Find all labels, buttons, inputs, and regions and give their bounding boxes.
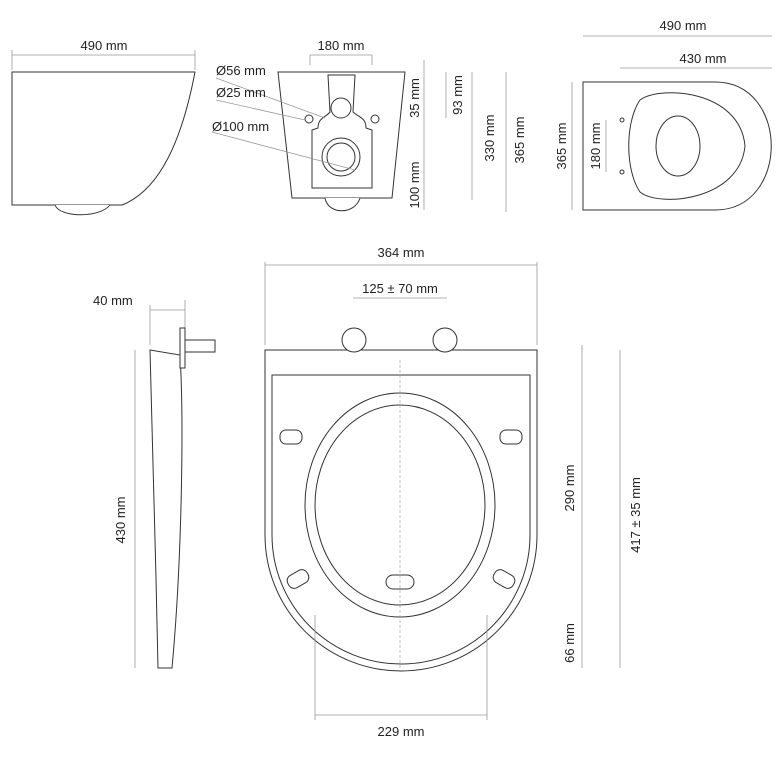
top-width-label: 365 mm	[554, 123, 569, 170]
fixing-hole-right	[370, 114, 380, 124]
bowl-top-opening	[655, 115, 701, 177]
hinge-left	[341, 327, 367, 353]
seat-thickness-label: 40 mm	[93, 293, 133, 308]
front-width-label: 180 mm	[318, 38, 365, 53]
bumper-top-left	[279, 429, 303, 445]
d100-label: Ø100 mm	[212, 119, 269, 134]
top-hole-2	[619, 169, 625, 175]
front-view: 180 mm Ø56 mm Ø25 mm Ø100 mm 35 mm 93 mm…	[211, 38, 527, 212]
hinge-right	[432, 327, 458, 353]
top-hole-1	[619, 117, 625, 123]
total-length-label: 417 ± 35 mm	[628, 477, 643, 553]
top-holes-label: 180 mm	[588, 123, 603, 170]
h330-label: 330 mm	[482, 115, 497, 162]
top-view: 490 mm 430 mm 365 mm 180 mm	[554, 18, 772, 211]
d56-label: Ø56 mm	[216, 63, 266, 78]
bowl-side-foot	[54, 204, 111, 216]
opening-width-label: 229 mm	[378, 724, 425, 739]
inlet-56-circle	[330, 97, 352, 119]
side-width-label: 490 mm	[81, 38, 128, 53]
seat-top-view: 364 mm 125 ± 70 mm 229 mm 290 mm 66 mm 4…	[264, 245, 643, 739]
fixing-hole-left	[304, 114, 314, 124]
seat-side-length-label: 430 mm	[113, 497, 128, 544]
seat-hinge-plate	[179, 327, 186, 369]
h35-label: 35 mm	[407, 78, 422, 118]
bowl-front-foot	[324, 197, 361, 212]
outlet-100-circle	[326, 142, 356, 172]
top-inner-length-label: 430 mm	[680, 51, 727, 66]
seat-profile	[149, 349, 183, 669]
bumper-bottom-right	[492, 569, 516, 589]
seat-width-label: 364 mm	[378, 245, 425, 260]
opening-length-label: 290 mm	[562, 465, 577, 512]
front-gap-label: 66 mm	[562, 623, 577, 663]
side-view: 490 mm	[11, 38, 196, 216]
h93-label: 93 mm	[450, 75, 465, 115]
seat-side-view: 40 mm 430 mm	[93, 293, 216, 669]
h365-label: 365 mm	[512, 117, 527, 164]
d25-label: Ø25 mm	[216, 85, 266, 100]
hinge-spacing-label: 125 ± 70 mm	[362, 281, 438, 296]
top-length-label: 490 mm	[660, 18, 707, 33]
bowl-side-outline	[11, 71, 196, 206]
bumper-bottom-left	[286, 569, 310, 589]
h100-label: 100 mm	[407, 162, 422, 209]
seat-hinge-bolt	[184, 339, 216, 353]
bumper-top-right	[499, 429, 523, 445]
